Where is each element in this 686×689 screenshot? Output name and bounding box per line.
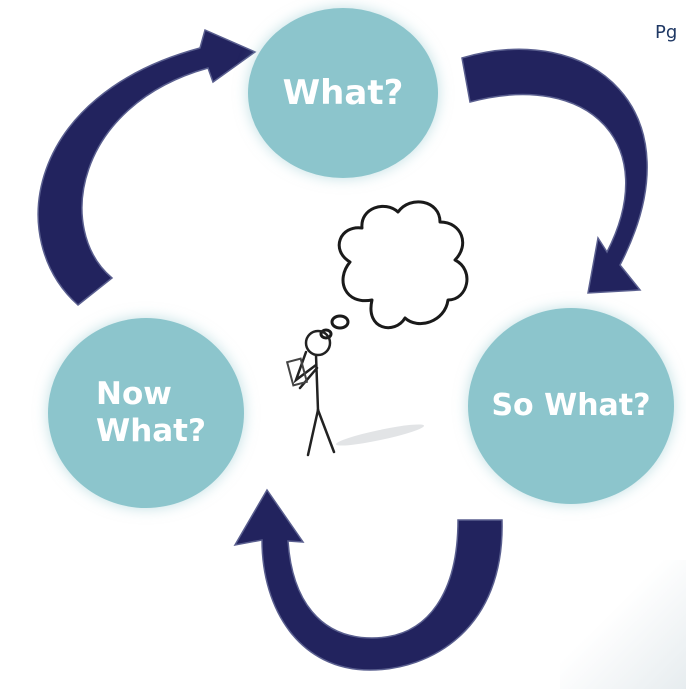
node-what: What? <box>248 8 438 178</box>
node-now-what-label: Now What? <box>48 376 206 450</box>
node-what-label: What? <box>282 72 404 113</box>
node-now-what: Now What? <box>48 318 244 508</box>
figure-shadow <box>335 424 425 446</box>
page-reference: Pg <box>655 22 678 43</box>
node-so-what: So What? <box>468 308 674 504</box>
arrow-sowhat-to-nowwhat-icon <box>233 488 503 671</box>
arrow-nowwhat-to-what-icon <box>37 28 257 306</box>
thinking-stick-figure <box>285 329 336 457</box>
node-now-what-line2: What? <box>96 413 206 449</box>
thought-bubble-icon <box>319 200 469 340</box>
node-so-what-label: So What? <box>491 388 651 423</box>
arrow-what-to-sowhat-icon <box>461 48 648 294</box>
node-now-what-line1: Now <box>96 375 172 412</box>
corner-shading <box>560 560 686 689</box>
